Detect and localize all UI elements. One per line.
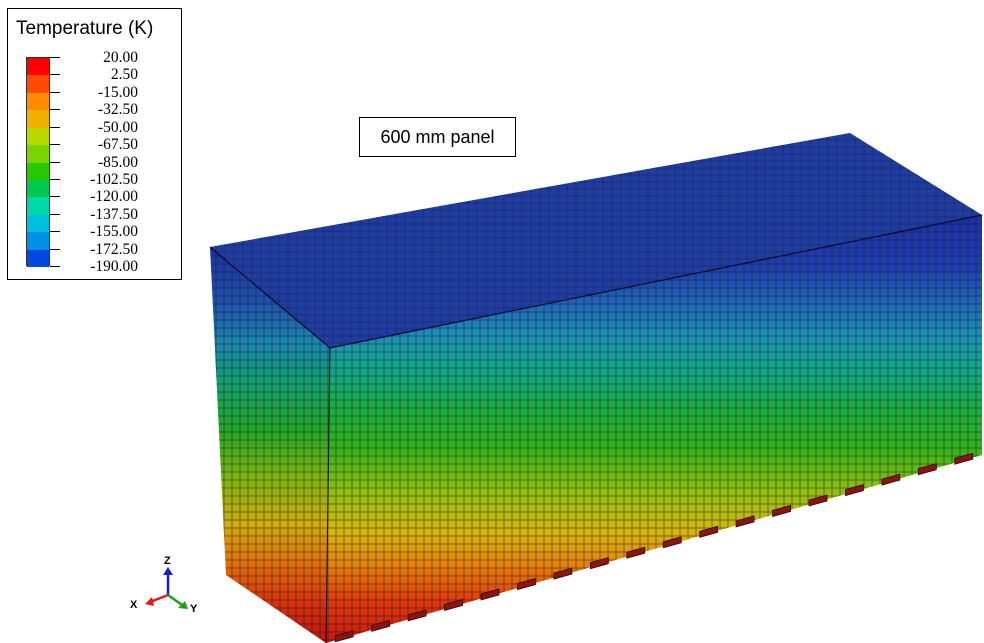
support-rib (662, 536, 682, 549)
support-rib (589, 557, 609, 570)
legend-tick (50, 144, 60, 146)
support-rib (699, 525, 719, 538)
legend-band (27, 162, 49, 181)
legend-level-label: -67.50 (97, 136, 138, 154)
support-rib (954, 452, 974, 465)
support-rib (517, 578, 536, 591)
legend-band (27, 214, 49, 233)
legend-level-label: -15.00 (97, 83, 138, 101)
legend-level-label: -32.50 (97, 101, 138, 119)
legend-level-label: -155.00 (90, 223, 138, 241)
legend-level-label: -137.50 (90, 205, 138, 223)
legend-band (27, 249, 49, 268)
support-rib (334, 630, 354, 643)
triad-z-label: Z (164, 555, 171, 567)
legend-band (27, 110, 49, 129)
legend-level-label: -190.00 (90, 258, 138, 275)
support-rib (371, 619, 391, 632)
support-rib (808, 494, 828, 507)
support-rib (772, 504, 791, 517)
support-rib (735, 515, 755, 528)
legend-tick (50, 266, 60, 267)
legend-level-label: 20.00 (103, 49, 138, 66)
legend-band (27, 179, 49, 198)
legend-band (27, 145, 49, 163)
legend-level-label: -50.00 (97, 118, 138, 136)
legend-band (27, 127, 49, 146)
legend-band (27, 232, 49, 251)
legend-band (27, 75, 49, 94)
legend-tick (50, 109, 60, 111)
legend-tick (50, 248, 60, 250)
legend-tick (50, 161, 60, 163)
legend-level-label: -102.50 (90, 170, 138, 188)
support-rib (444, 598, 463, 611)
support-rib (553, 567, 573, 580)
triad-x-label: X (130, 599, 138, 611)
legend-colorbar (26, 57, 50, 268)
triad-x-arrow (145, 597, 154, 606)
panel-label: 600 mm panel (359, 117, 516, 157)
support-rib (407, 609, 427, 622)
triad-y-arrow (178, 601, 188, 609)
legend-level-label: 2.50 (110, 66, 138, 84)
legend-band (27, 197, 49, 216)
triad-x-axis (149, 593, 169, 604)
triad-y-label: Y (190, 603, 198, 615)
support-rib (480, 588, 500, 601)
support-ribs (334, 452, 974, 643)
axis-triad: Z X Y (130, 555, 198, 615)
legend-tick (50, 213, 60, 215)
legend-level-label: -85.00 (97, 153, 138, 171)
legend-band (27, 92, 49, 111)
support-rib (917, 463, 937, 476)
legend-tick (50, 91, 60, 93)
legend-title: Temperature (K) (16, 18, 154, 39)
triad-z-arrow (163, 567, 173, 575)
legend-tick (50, 196, 60, 198)
legend-tick (50, 126, 60, 128)
legend-level-label: -120.00 (90, 188, 138, 206)
support-rib (881, 473, 901, 486)
legend-tick (50, 231, 60, 233)
support-rib (626, 546, 646, 559)
legend-tick (50, 57, 60, 58)
legend-tick (50, 178, 60, 180)
legend-band (27, 58, 49, 76)
support-rib (845, 484, 864, 497)
legend-level-label: -172.50 (90, 240, 138, 258)
triad-y-axis (167, 593, 183, 607)
legend-tick (50, 74, 60, 76)
